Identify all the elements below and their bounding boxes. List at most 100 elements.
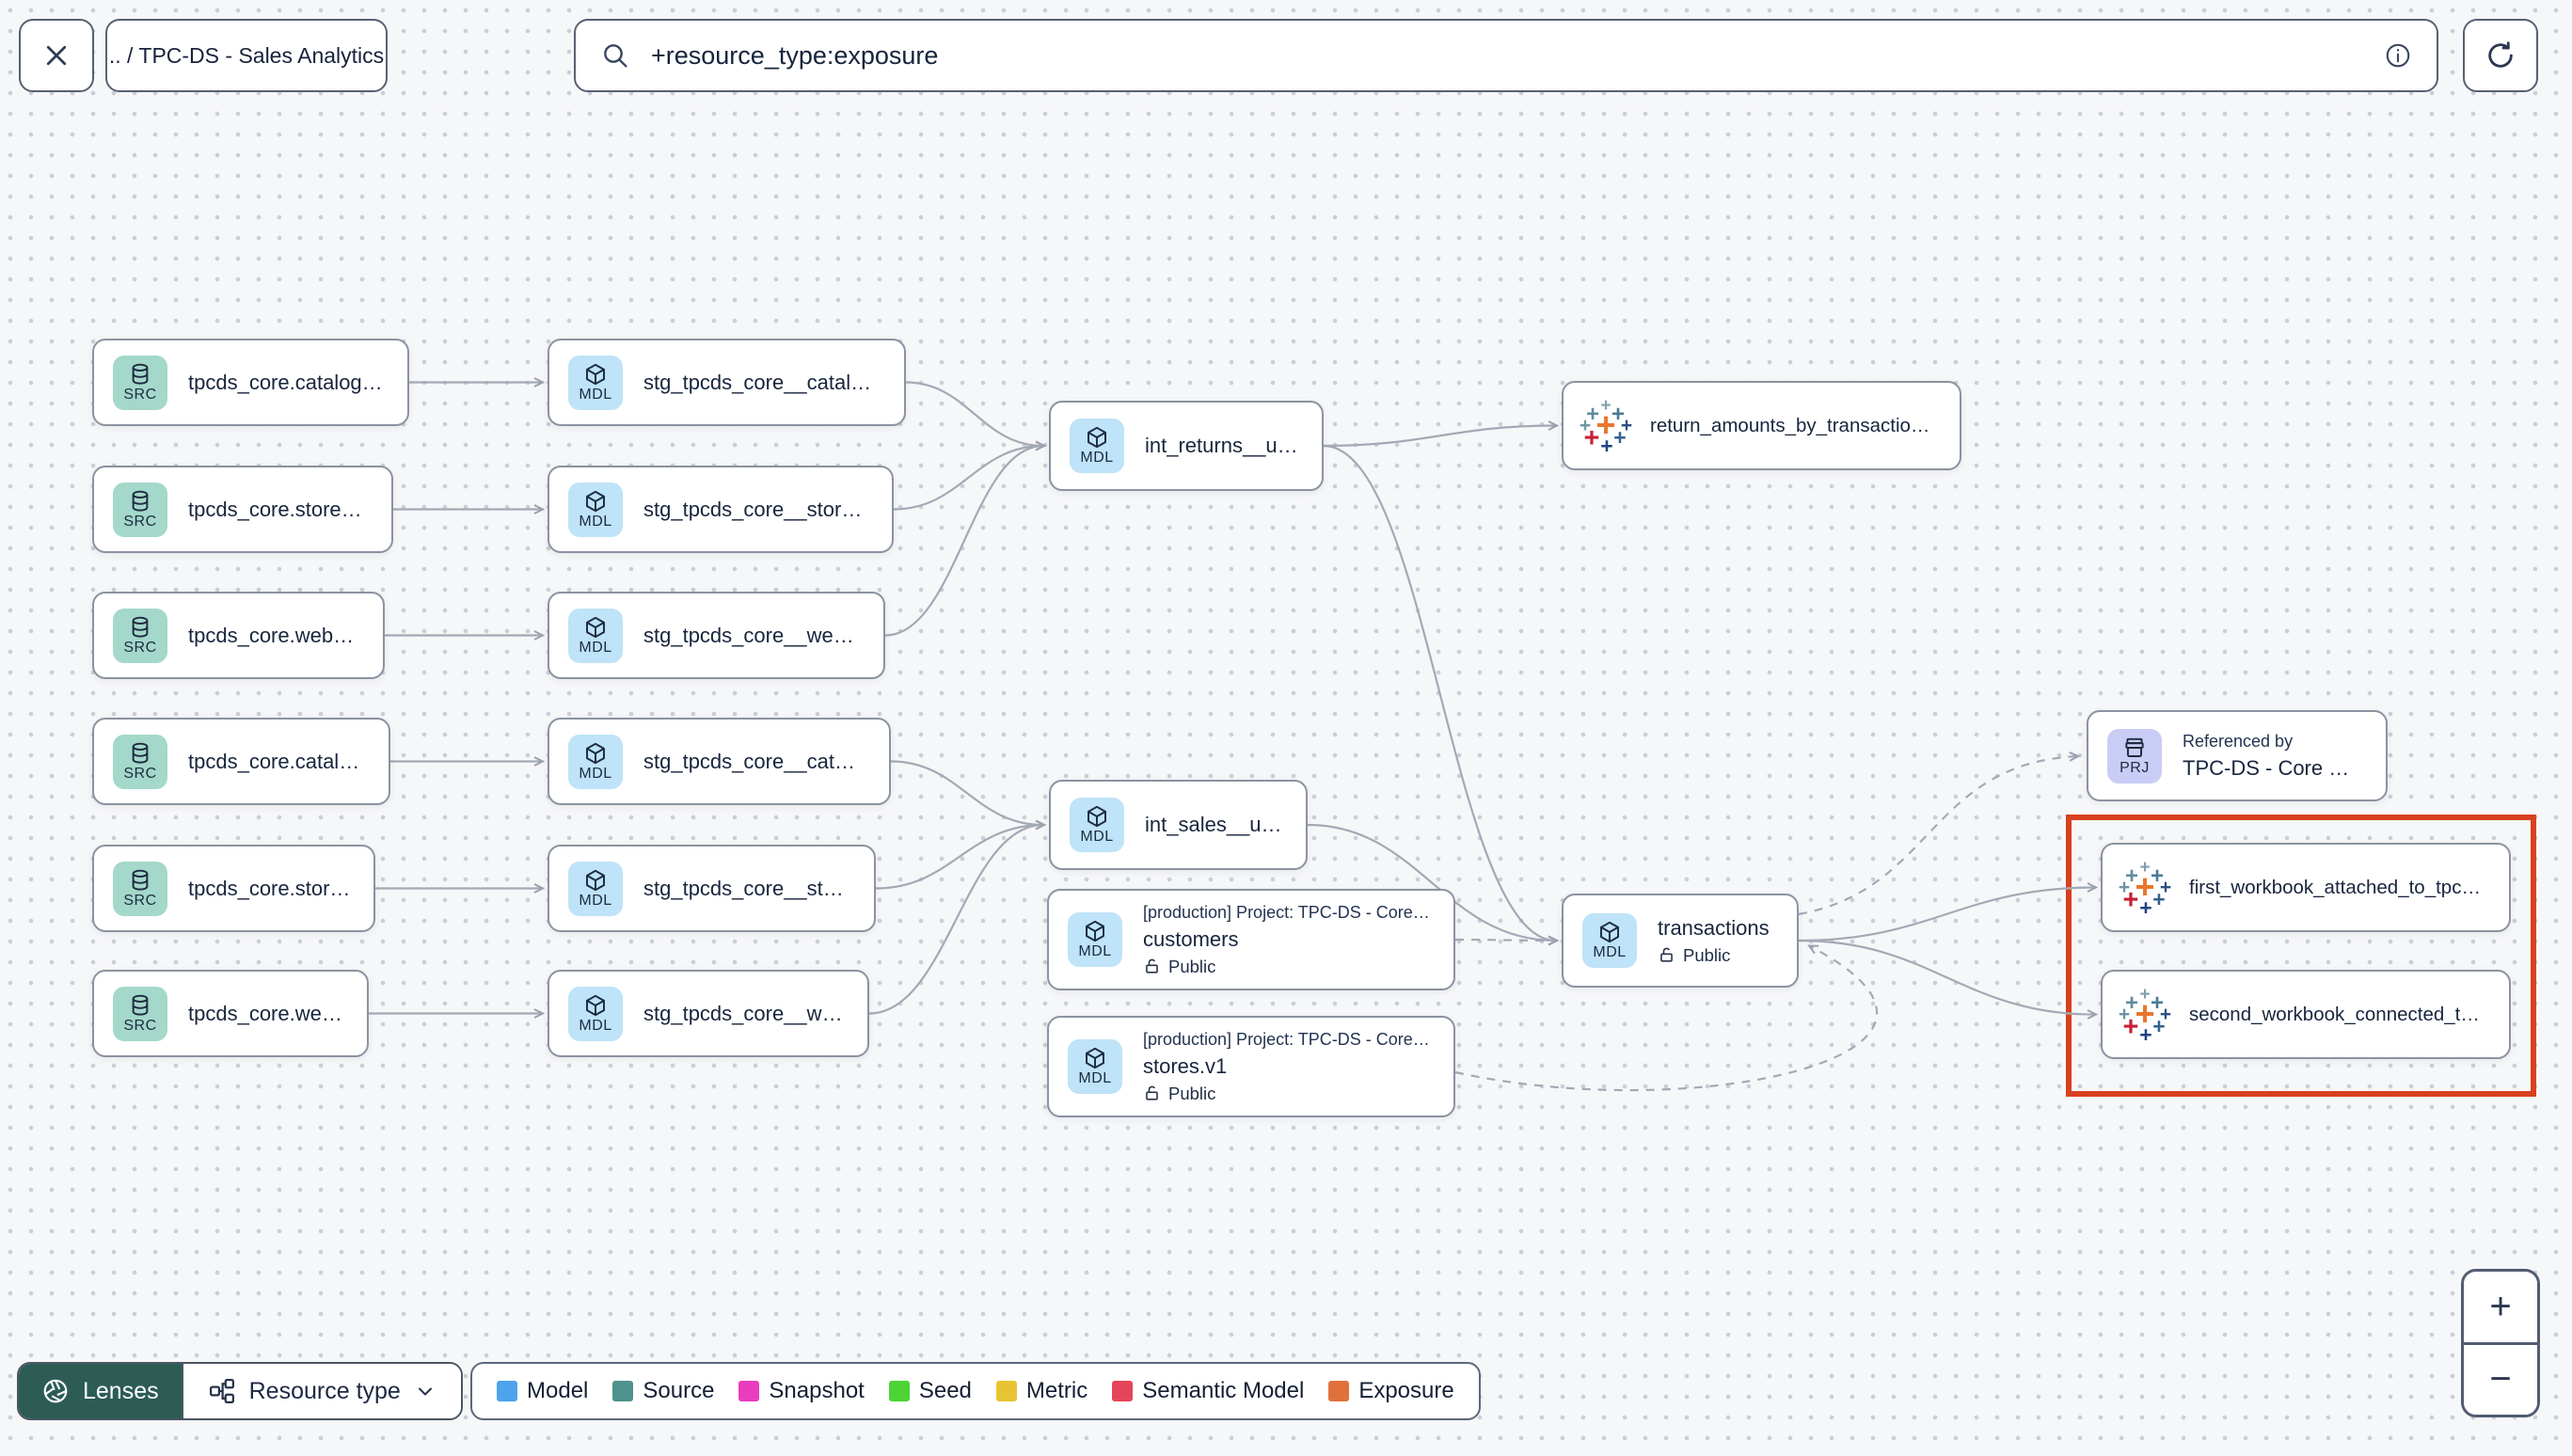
graph-node-tx[interactable]: MDL transactions Public <box>1562 894 1799 988</box>
info-icon[interactable] <box>2384 41 2412 70</box>
graph-node-prj[interactable]: PRJ Referenced by TPC-DS - Core Data Mod… <box>2087 710 2388 801</box>
legend-label: Model <box>527 1378 589 1403</box>
graph-node-cust[interactable]: MDL [production] Project: TPC-DS - Core … <box>1047 889 1455 990</box>
edge-tx-prj <box>1798 756 2077 916</box>
edge-stg1-intR <box>905 381 1043 447</box>
legend-bar: Model Source Snapshot Seed Metric Semant… <box>470 1362 1481 1420</box>
cube-icon <box>583 489 608 514</box>
graph-node-stg5[interactable]: MDL stg_tpcds_core__store_sales <box>548 845 876 932</box>
edge-stg6-intS <box>868 825 1043 1015</box>
lock-open-icon <box>1143 1084 1161 1102</box>
node-access: Public <box>1658 945 1770 966</box>
breadcrumb[interactable]: .. / TPC-DS - Sales Analytics <box>105 19 388 92</box>
edge-intR-tx <box>1323 444 1556 941</box>
cube-icon <box>1083 919 1107 943</box>
legend-swatch <box>1328 1381 1350 1401</box>
search-bar[interactable] <box>574 19 2438 92</box>
search-input[interactable] <box>649 40 2365 71</box>
edge-stg5-intS <box>875 825 1043 890</box>
node-label: int_returns__unioned <box>1145 434 1299 457</box>
database-icon <box>128 489 152 514</box>
edge-tx-wb2 <box>1798 939 2095 1015</box>
refresh-button[interactable] <box>2463 19 2538 92</box>
legend-item: Exposure <box>1328 1378 1454 1404</box>
node-type-badge: MDL <box>568 608 623 663</box>
node-type-badge: MDL <box>1070 419 1124 473</box>
node-label: tpcds_core.store_returns <box>188 497 369 521</box>
close-icon <box>42 41 71 70</box>
graph-node-stg3[interactable]: MDL stg_tpcds_core__web_returns <box>548 592 885 679</box>
zoom-in-button[interactable]: + <box>2464 1272 2537 1345</box>
cube-icon <box>1085 425 1109 450</box>
legend-item: Source <box>612 1378 714 1404</box>
edge-cust-tx <box>1454 940 1556 941</box>
chevron-down-icon <box>414 1380 437 1402</box>
node-label: stg_tpcds_core__catalog_returns <box>643 370 881 394</box>
graph-node-stg4[interactable]: MDL stg_tpcds_core__catalog_sales <box>548 718 891 805</box>
node-access: Public <box>1143 1084 1431 1104</box>
cube-icon <box>583 993 608 1018</box>
cube-icon <box>1085 804 1109 829</box>
legend-swatch <box>888 1381 910 1401</box>
project-icon <box>2122 736 2147 760</box>
node-type-badge: SRC <box>113 608 167 663</box>
graph-node-wb1[interactable]: +++ +++ +++ first_workbook_attached_to_t… <box>2101 843 2511 932</box>
lenses-label: Lenses <box>83 1377 159 1404</box>
graph-node-src4[interactable]: SRC tpcds_core.catalog_sales <box>92 718 390 805</box>
legend-item: Metric <box>995 1378 1088 1404</box>
graph-node-stg6[interactable]: MDL stg_tpcds_core__web_sales <box>548 970 869 1057</box>
graph-node-src6[interactable]: SRC tpcds_core.web_sales <box>92 970 369 1057</box>
node-type-badge: MDL <box>568 734 623 789</box>
graph-node-src3[interactable]: SRC tpcds_core.web_returns <box>92 592 385 679</box>
node-type-badge: PRJ <box>2107 728 2162 783</box>
graph-node-intR[interactable]: MDL int_returns__unioned <box>1049 401 1324 491</box>
legend-swatch <box>1112 1381 1134 1401</box>
legend-label: Exposure <box>1358 1378 1454 1403</box>
legend-label: Snapshot <box>769 1378 865 1403</box>
minus-icon: − <box>2489 1358 2512 1401</box>
graph-node-src1[interactable]: SRC tpcds_core.catalog_returns <box>92 339 409 426</box>
legend-label: Seed <box>918 1378 972 1403</box>
breadcrumb-label: .. / TPC-DS - Sales Analytics <box>108 42 385 68</box>
legend-label: Source <box>643 1378 715 1403</box>
tableau-icon: +++ +++ +++ <box>2118 984 2172 1047</box>
node-sublabel: [production] Project: TPC-DS - Core Data… <box>1143 902 1431 922</box>
graph-node-intS[interactable]: MDL int_sales__unioned <box>1049 780 1308 870</box>
legend-item: Model <box>497 1378 588 1404</box>
legend-item: Semantic Model <box>1112 1378 1304 1404</box>
graph-node-src5[interactable]: SRC tpcds_core.store_sales <box>92 845 375 932</box>
graph-node-stores[interactable]: MDL [production] Project: TPC-DS - Core … <box>1047 1016 1455 1117</box>
lock-open-icon <box>1658 946 1675 964</box>
graph-node-src2[interactable]: SRC tpcds_core.store_returns <box>92 466 393 553</box>
resource-type-button[interactable]: Resource type <box>181 1364 461 1418</box>
node-type-badge: MDL <box>1068 912 1122 967</box>
node-type-badge: MDL <box>568 861 623 916</box>
node-label: stg_tpcds_core__catalog_sales <box>643 749 866 773</box>
graph-node-ra[interactable]: +++ +++ +++ return_amounts_by_transactio… <box>1562 381 1961 470</box>
node-label: stg_tpcds_core__store_sales <box>643 876 851 900</box>
cube-icon <box>583 741 608 766</box>
legend-swatch <box>995 1381 1017 1401</box>
cube-icon <box>583 362 608 387</box>
node-type-badge: SRC <box>113 734 167 789</box>
cube-icon <box>1597 920 1622 944</box>
node-type-badge: SRC <box>113 482 167 537</box>
node-label: TPC-DS - Core Data Models <box>2183 755 2363 780</box>
zoom-out-button[interactable]: − <box>2464 1344 2537 1415</box>
zoom-panel: + − <box>2461 1269 2540 1417</box>
graph-node-stg1[interactable]: MDL stg_tpcds_core__catalog_returns <box>548 339 906 426</box>
node-access: Public <box>1143 957 1431 977</box>
graph-node-stg2[interactable]: MDL stg_tpcds_core__store_returns <box>548 466 894 553</box>
database-icon <box>128 362 152 387</box>
plus-icon: + <box>2489 1285 2512 1327</box>
node-label: second_workbook_connected_to_live… <box>2189 1003 2486 1025</box>
node-type-badge: MDL <box>1582 913 1637 968</box>
node-label: first_workbook_attached_to_tpc-ds_-_… <box>2189 876 2486 898</box>
database-icon <box>128 741 152 766</box>
lenses-button[interactable]: Lenses <box>19 1364 182 1418</box>
node-type-badge: MDL <box>1070 798 1124 852</box>
close-button[interactable] <box>19 19 94 92</box>
tableau-icon: +++ +++ +++ <box>1579 395 1633 458</box>
graph-node-wb2[interactable]: +++ +++ +++ second_workbook_connected_to… <box>2101 970 2511 1059</box>
